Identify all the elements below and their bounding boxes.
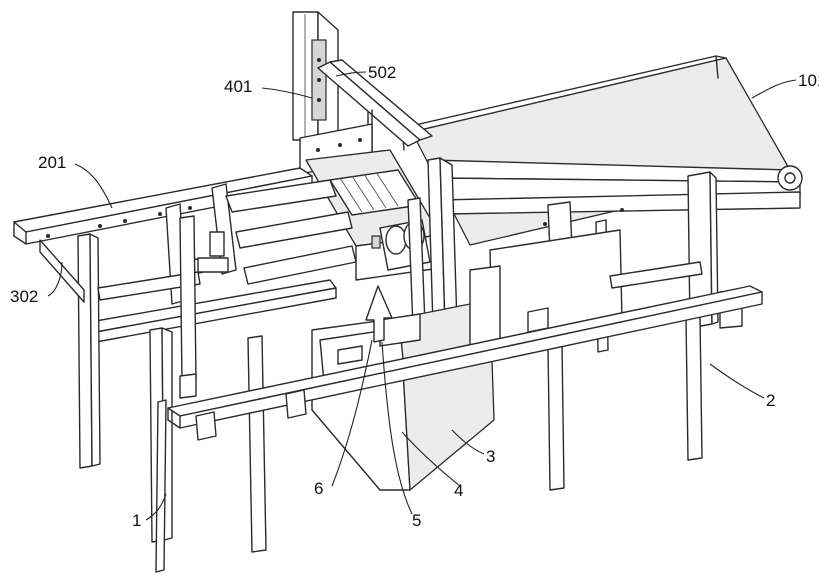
label-302: 302 (10, 287, 38, 306)
leader-lines (47, 71, 797, 521)
conveyor-belt (401, 55, 803, 246)
label-6: 6 (314, 479, 323, 498)
front-long-rail (167, 285, 763, 441)
collection-bin (311, 299, 495, 491)
direction-arrow (365, 285, 393, 343)
label-201: 201 (38, 153, 66, 172)
label-5: 5 (412, 511, 421, 530)
label-1: 1 (132, 511, 141, 530)
label-101: 101 (798, 71, 819, 90)
reference-labels: 101 201 302 401 502 1 2 3 4 5 6 (10, 63, 819, 530)
label-2: 2 (766, 391, 775, 410)
label-3: 3 (486, 447, 495, 466)
label-401: 401 (224, 77, 252, 96)
label-502: 502 (368, 63, 396, 82)
label-4: 4 (454, 481, 463, 500)
